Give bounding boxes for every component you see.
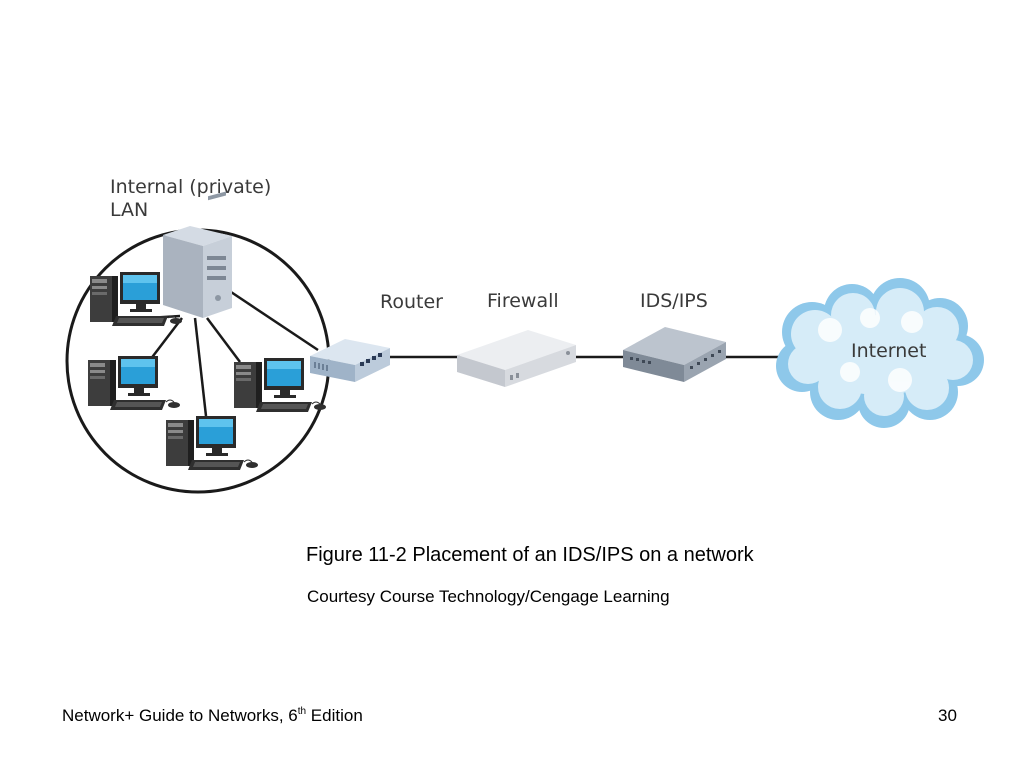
router-icon	[310, 339, 390, 382]
idsips-icon	[623, 327, 726, 382]
internet-label: Internet	[851, 340, 926, 362]
figure-caption: Figure 11-2 Placement of an IDS/IPS on a…	[306, 544, 754, 566]
lan-label-line2: LAN	[110, 199, 148, 221]
figure-credit: Courtesy Course Technology/Cengage Learn…	[307, 587, 670, 606]
router-label: Router	[380, 291, 443, 313]
book-title-prefix: Network+ Guide to Networks, 6	[62, 706, 298, 725]
lan-label-line1: Internal (private)	[110, 176, 271, 198]
server-to-router-link	[227, 288, 319, 352]
internet-cloud-icon	[776, 278, 984, 428]
server-to-workstation-bottom-link	[193, 317, 208, 417]
network-diagram: Internal (private) LAN Router Firewall I…	[65, 176, 984, 494]
book-title-superscript: th	[297, 706, 307, 717]
server-icon	[163, 191, 232, 318]
network-links	[147, 288, 784, 417]
book-title-suffix: Edition	[306, 706, 363, 725]
book-title-footer: Network+ Guide to Networks, 6th Edition	[62, 706, 363, 726]
firewall-label: Firewall	[487, 290, 559, 312]
page-number: 30	[938, 706, 957, 725]
idsips-label: IDS/IPS	[640, 290, 708, 312]
firewall-icon	[457, 330, 576, 387]
server-to-workstation-right-link	[206, 317, 241, 363]
server-to-workstation-left-link	[149, 317, 183, 361]
